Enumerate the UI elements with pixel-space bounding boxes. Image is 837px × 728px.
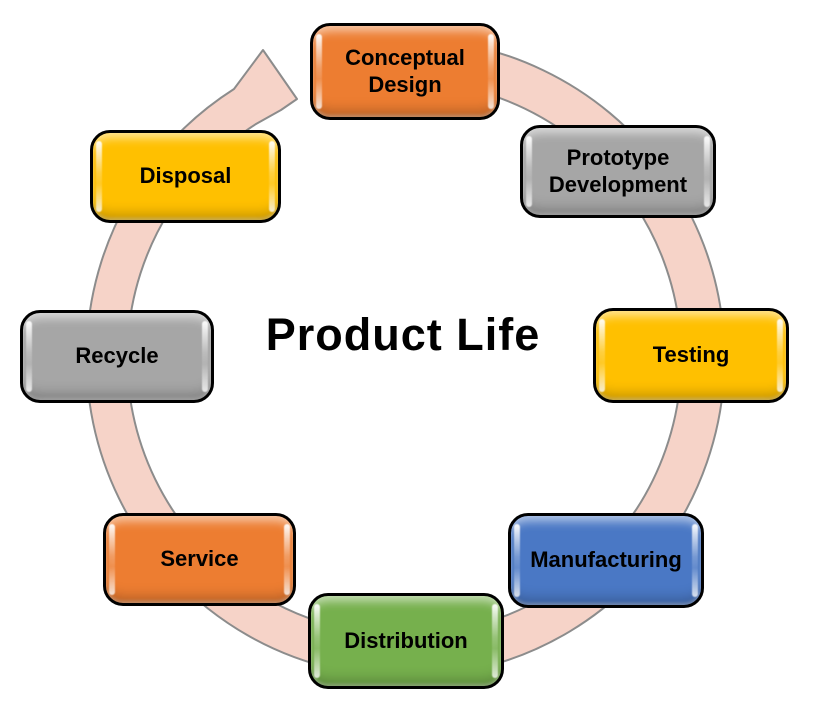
stage-box-service: Service: [103, 513, 296, 606]
stage-label-prototype-development: Prototype Development: [548, 144, 688, 197]
stage-box-testing: Testing: [593, 308, 789, 403]
stage-label-conceptual-design: Conceptual Design: [345, 44, 465, 97]
diagram-title: Product Life: [265, 309, 541, 360]
stage-label-manufacturing: Manufacturing: [530, 547, 682, 573]
stage-box-disposal: Disposal: [90, 130, 281, 223]
stage-box-conceptual-design: Conceptual Design: [310, 23, 500, 120]
stage-box-distribution: Distribution: [308, 593, 504, 689]
stage-box-recycle: Recycle: [20, 310, 214, 403]
stage-label-distribution: Distribution: [344, 627, 468, 653]
stage-label-recycle: Recycle: [75, 343, 159, 369]
stage-label-disposal: Disposal: [139, 163, 232, 189]
stage-label-service: Service: [160, 546, 239, 572]
stage-box-prototype-development: Prototype Development: [520, 125, 716, 218]
stage-label-testing: Testing: [652, 342, 730, 368]
circular-arrow-shape: [85, 38, 726, 678]
stage-box-manufacturing: Manufacturing: [508, 513, 704, 608]
